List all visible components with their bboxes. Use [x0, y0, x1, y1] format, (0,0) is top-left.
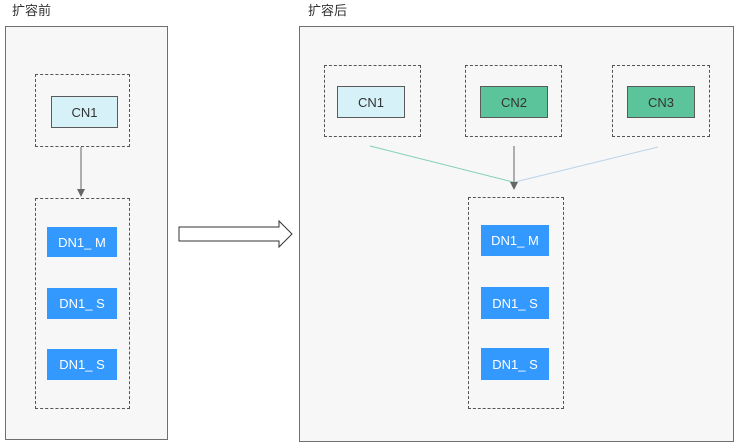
after-cn1-group: CN1 — [324, 65, 421, 137]
after-dn-group: DN1_ M DN1_ S DN1_ S — [468, 197, 564, 409]
before-dn1-s-node-2: DN1_ S — [47, 349, 117, 380]
before-cn1-node: CN1 — [51, 96, 118, 128]
before-panel: CN1 DN1_ M DN1_ S DN1_ S — [5, 26, 168, 440]
after-title: 扩容后 — [308, 3, 348, 18]
after-cn3-group: CN3 — [612, 65, 710, 137]
after-panel: CN1 CN2 CN3 DN1_ M DN1_ S DN1_ S — [299, 26, 734, 442]
after-cn2-group: CN2 — [465, 65, 562, 137]
before-title: 扩容前 — [12, 3, 52, 18]
before-dn1-s-node-1: DN1_ S — [47, 288, 117, 319]
after-dn1-s-node-2: DN1_ S — [481, 348, 549, 380]
after-dn1-s-node-1: DN1_ S — [481, 287, 549, 319]
after-cn2-node: CN2 — [480, 86, 548, 118]
before-dn-group: DN1_ M DN1_ S DN1_ S — [35, 198, 130, 409]
after-cn3-node: CN3 — [627, 86, 695, 118]
after-dn1-m-node: DN1_ M — [481, 225, 549, 256]
transition-arrow — [178, 219, 293, 249]
before-dn1-m-node: DN1_ M — [47, 227, 117, 257]
after-cn1-node: CN1 — [337, 86, 405, 118]
before-cn-group: CN1 — [35, 74, 130, 147]
